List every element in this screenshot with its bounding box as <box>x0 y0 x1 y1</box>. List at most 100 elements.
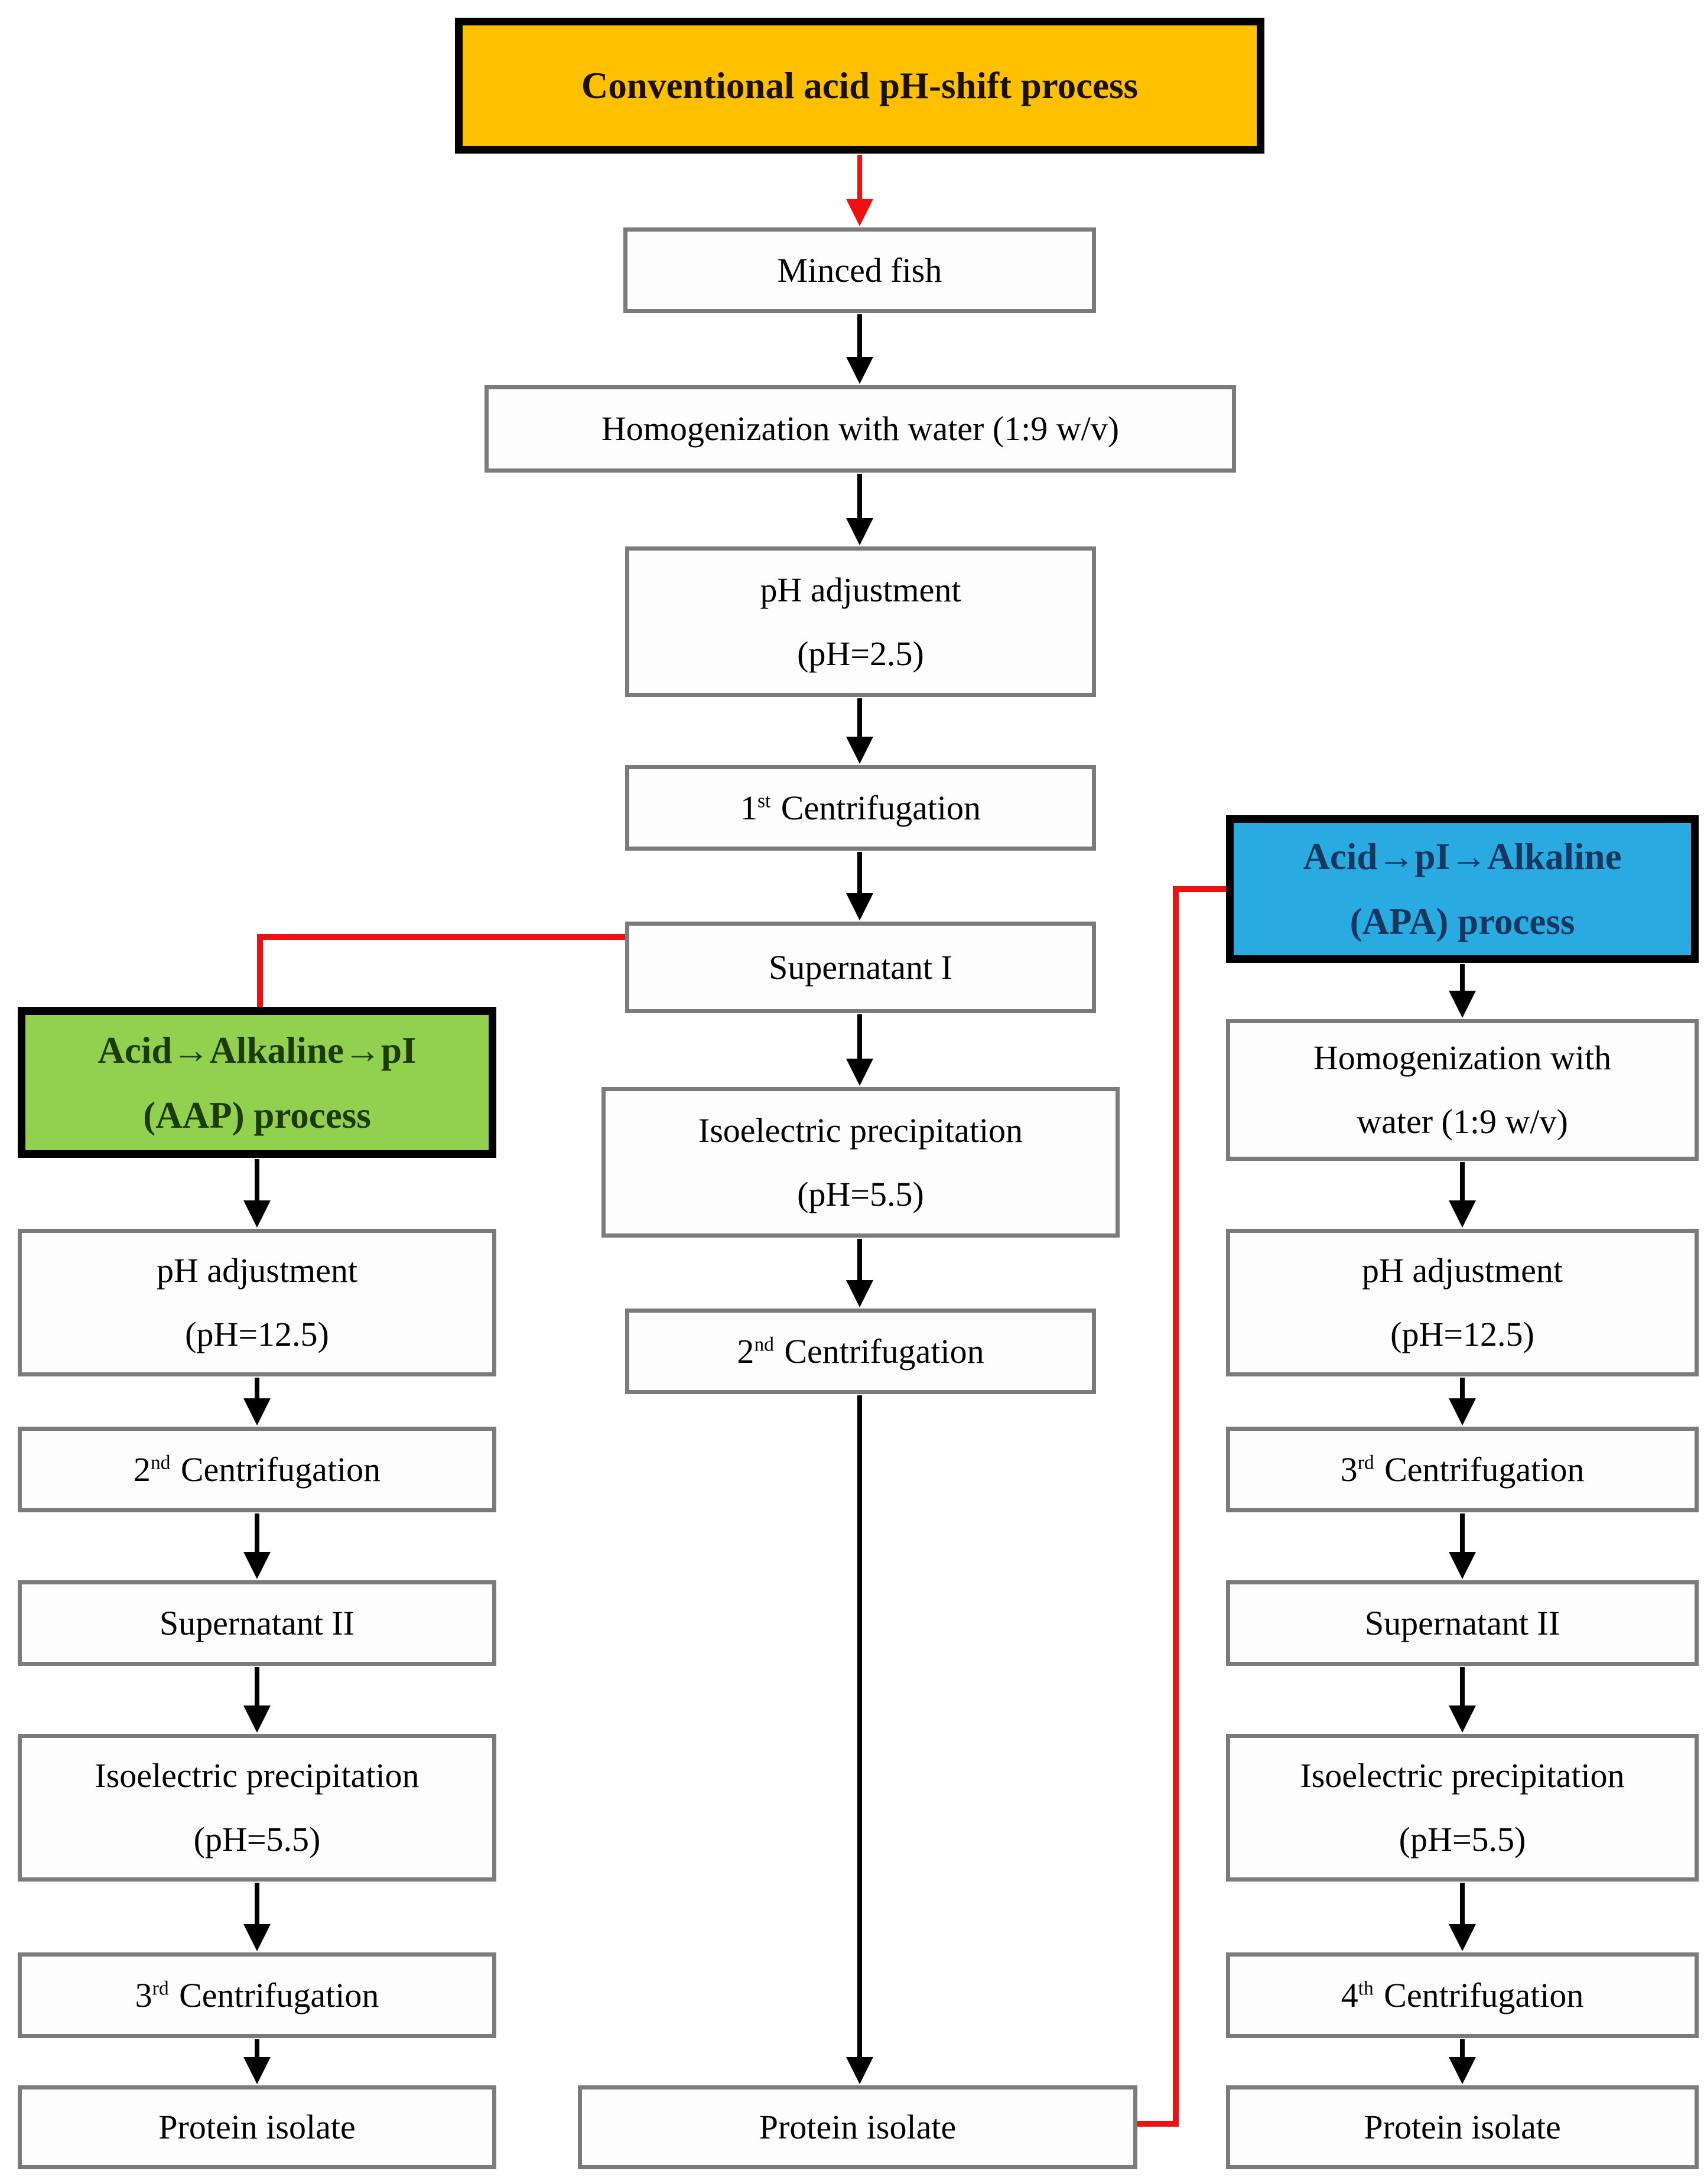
flow-arrow <box>243 1159 271 1228</box>
arrow-head-icon <box>243 1705 271 1733</box>
header-apa-process: Acid→pI→Alkaline (APA) process <box>1226 815 1699 963</box>
step-label: Protein isolate <box>1364 2108 1561 2146</box>
arrow-shaft <box>1460 2039 1465 2059</box>
arrow-head-icon <box>1449 1705 1476 1733</box>
arrow-shaft <box>255 1378 259 1401</box>
step-minced-fish: Minced fish <box>623 227 1096 313</box>
arrow-shaft <box>1460 1667 1465 1708</box>
arrow-shaft <box>857 155 862 201</box>
arrow-head-icon <box>243 2057 271 2084</box>
arrow-shaft <box>857 698 862 739</box>
step-label: 3rd Centrifugation <box>135 1964 379 2027</box>
step-label-line1: pH adjustment <box>760 570 961 609</box>
step-homogenization-right: Homogenization with water (1:9 w/v) <box>1226 1019 1699 1161</box>
arrow-head-icon <box>846 2057 873 2084</box>
header-conventional-process: Conventional acid pH-shift process <box>455 18 1264 154</box>
arrow-head-icon <box>846 1280 873 1307</box>
step-label-line2: (pH=5.5) <box>193 1820 321 1858</box>
arrow-head-icon <box>1449 2057 1476 2084</box>
header-aap-line2: (AAP) process <box>143 1094 371 1136</box>
ordinal-word: Centrifugation <box>179 1975 379 2014</box>
step-fourth-centrifugation-right: 4th Centrifugation <box>1226 1952 1699 2038</box>
arrow-shaft <box>1460 1513 1465 1554</box>
step-label-line1: Isoelectric precipitation <box>95 1756 420 1795</box>
step-label-line1: Isoelectric precipitation <box>1300 1756 1625 1795</box>
flow-arrow <box>1449 1883 1476 1951</box>
step-supernatant-2-right: Supernatant II <box>1226 1580 1699 1666</box>
step-protein-isolate-left: Protein isolate <box>18 2085 496 2169</box>
arrow-head-icon <box>1449 1398 1476 1425</box>
step-protein-isolate-center: Protein isolate <box>578 2085 1137 2169</box>
arrow-shaft <box>255 1883 259 1926</box>
step-label-line2: water (1:9 w/v) <box>1357 1102 1568 1141</box>
arrow-head-icon <box>846 518 873 545</box>
arrow-shaft <box>1460 1883 1465 1926</box>
arrow-head-icon <box>846 199 873 226</box>
flow-arrow <box>846 314 873 384</box>
flow-arrow <box>1449 2039 1476 2084</box>
ordinal-number: 3 <box>135 1975 152 2014</box>
arrow-head-icon <box>846 893 873 920</box>
header-conventional-title: Conventional acid pH-shift process <box>581 65 1139 106</box>
step-label-line2: (pH=2.5) <box>797 634 924 673</box>
connector-supernatant1-to-aap-horizontal <box>260 934 625 940</box>
ordinal-word: Centrifugation <box>781 788 981 827</box>
flow-arrow <box>1449 964 1476 1018</box>
ordinal-word: Centrifugation <box>1384 1975 1584 2014</box>
header-aap-process: Acid→Alkaline→pI (AAP) process <box>18 1007 496 1158</box>
arrow-head-icon <box>1449 991 1476 1018</box>
arrow-shaft <box>857 1239 862 1283</box>
ordinal-word: Centrifugation <box>180 1450 381 1489</box>
step-supernatant-1: Supernatant I <box>625 922 1096 1013</box>
flow-arrow <box>243 1883 271 1951</box>
flow-arrow <box>243 2039 271 2084</box>
ordinal-number: 1 <box>740 788 757 827</box>
step-protein-isolate-right: Protein isolate <box>1226 2085 1699 2169</box>
flow-arrow <box>1449 1378 1476 1425</box>
ordinal-number: 4 <box>1341 1975 1358 2014</box>
step-label-line2: (pH=5.5) <box>797 1174 924 1213</box>
arrow-shaft <box>857 314 862 359</box>
step-label: Supernatant II <box>159 1603 355 1642</box>
header-apa-line2: (APA) process <box>1349 901 1575 942</box>
arrow-shaft <box>255 1667 259 1708</box>
arrow-head-icon <box>846 357 873 384</box>
step-label: Protein isolate <box>158 2108 356 2146</box>
flow-arrow <box>243 1378 271 1425</box>
step-isoelectric-precipitation-left: Isoelectric precipitation (pH=5.5) <box>18 1734 496 1882</box>
connector-apa-horizontal-bottom <box>1137 2121 1179 2127</box>
ordinal-suffix: rd <box>152 1977 169 2000</box>
step-label-line1: pH adjustment <box>1362 1251 1563 1290</box>
arrow-shaft <box>255 2039 259 2059</box>
step-label: Supernatant II <box>1364 1603 1560 1642</box>
ordinal-number: 3 <box>1340 1450 1358 1489</box>
flow-arrow <box>846 698 873 764</box>
flow-arrow <box>1449 1162 1476 1228</box>
ordinal-number: 2 <box>737 1332 755 1371</box>
step-label-line2: (pH=12.5) <box>1390 1315 1534 1353</box>
step-isoelectric-precipitation-center: Isoelectric precipitation (pH=5.5) <box>601 1087 1120 1238</box>
flow-arrow <box>846 474 873 545</box>
connector-apa-vertical <box>1173 886 1179 2127</box>
red-arrow-conventional-to-minced-fish <box>846 155 873 226</box>
arrow-shaft <box>1460 964 1465 993</box>
flow-arrow <box>243 1667 271 1733</box>
arrow-shaft <box>857 474 862 520</box>
ordinal-suffix: rd <box>1357 1451 1374 1474</box>
connector-supernatant1-to-aap-vertical <box>257 934 263 1007</box>
arrow-head-icon <box>1449 1552 1476 1579</box>
step-label-line1: pH adjustment <box>157 1251 357 1290</box>
step-label-line2: (pH=5.5) <box>1399 1820 1526 1858</box>
step-label: Minced fish <box>777 250 942 289</box>
step-isoelectric-precipitation-right: Isoelectric precipitation (pH=5.5) <box>1226 1734 1699 1882</box>
ordinal-suffix: th <box>1358 1977 1374 2000</box>
step-label-line1: Isoelectric precipitation <box>698 1111 1023 1150</box>
arrow-shaft <box>857 1014 862 1061</box>
ordinal-word: Centrifugation <box>784 1332 984 1371</box>
